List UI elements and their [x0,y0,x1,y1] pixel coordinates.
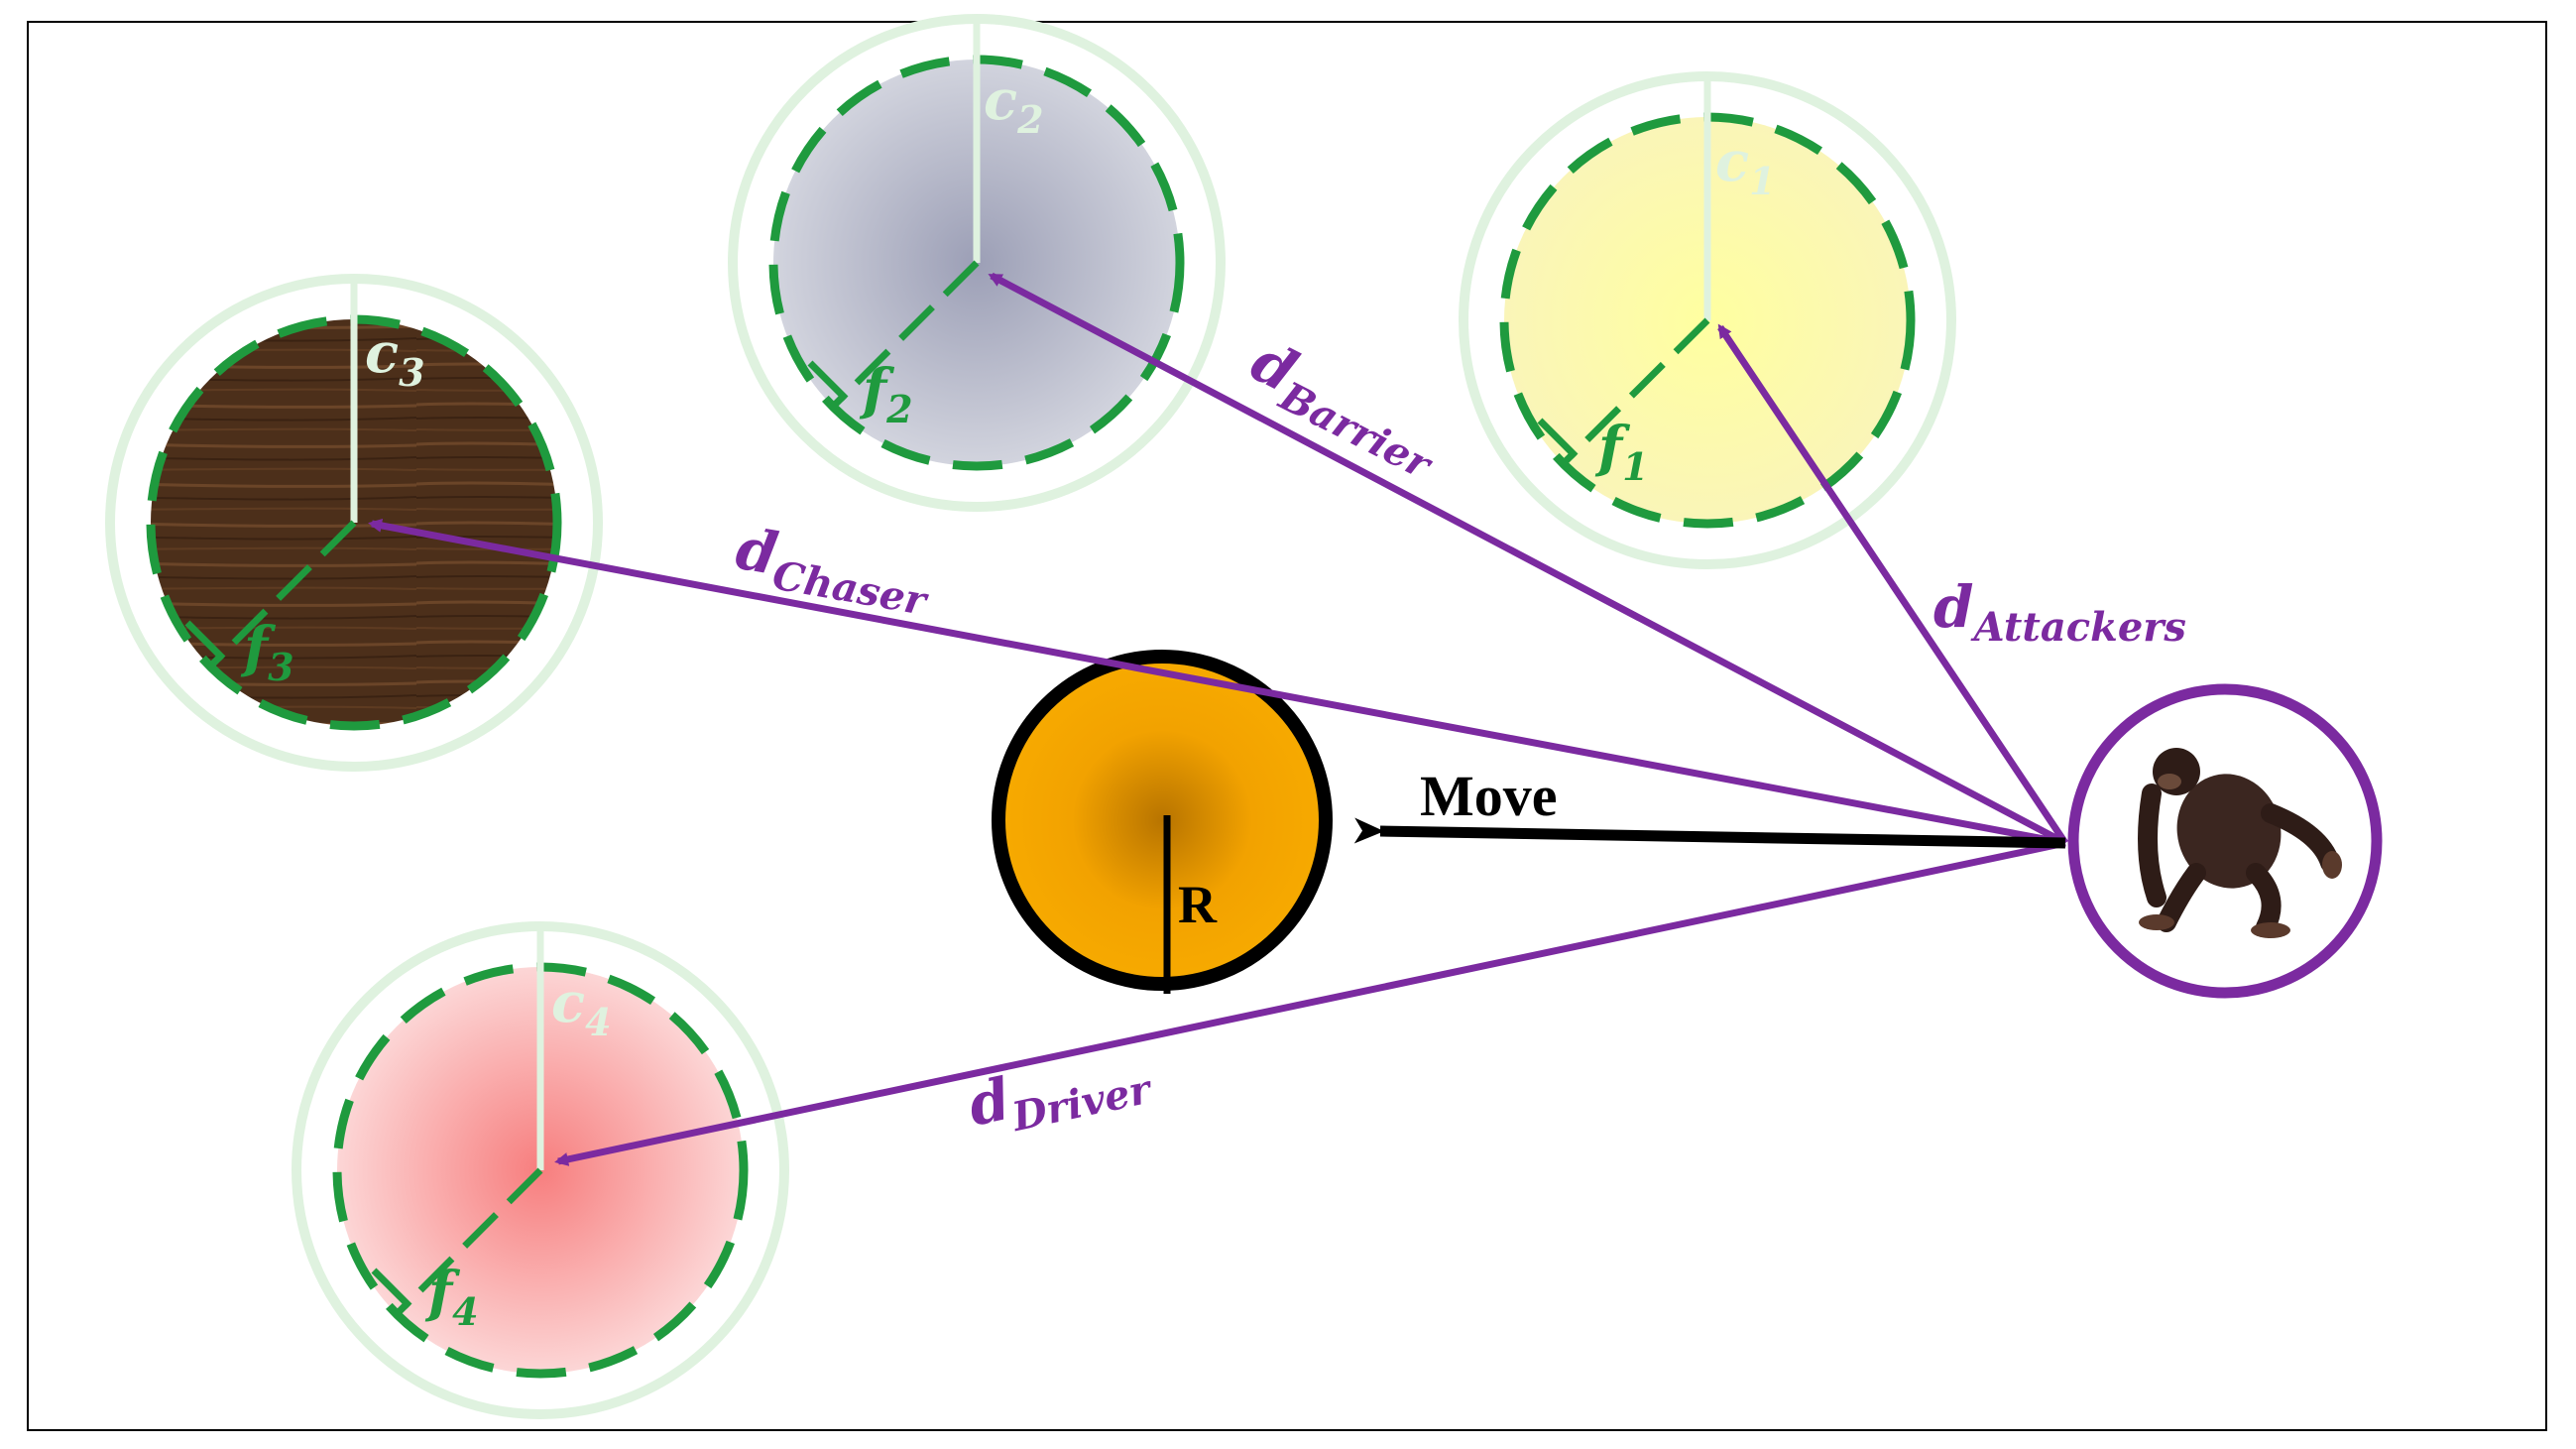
arrow-d-attackers [1717,323,2068,845]
zone-c4-radius-f [394,1167,543,1317]
label-c1: c1 [1715,129,1776,203]
zone-c3-outer-ring [105,274,603,772]
frame-border [27,21,2547,1431]
zone-c2-f-tick [807,360,849,402]
arrow-d-chaser [368,518,2066,847]
zone-c2-outer-ring [728,14,1226,512]
label-radius: R [1178,875,1218,934]
label-move: Move [1420,764,1558,828]
label-d-attackers: dAttackers [1933,573,2186,651]
zone-c3-radius-f [207,520,357,669]
zone-c4-f-tick [371,1268,412,1309]
chimpanzee-icon [2138,748,2342,938]
zone-c2: c2 f2 [728,14,1226,512]
arrow-move [1353,817,2066,849]
label-c3: c3 [365,320,425,395]
zone-c4-outer-ring [292,921,789,1419]
label-f2: f2 [859,357,913,431]
zone-c3-f-tick [184,620,226,662]
zone-c1-radius-f [1560,317,1710,467]
zone-c4: c4 f4 [292,921,789,1419]
distance-arrows [368,272,2068,1166]
label-c4: c4 [551,970,612,1044]
target-circle-fill [992,650,1333,991]
move-arrow-group: Move [1353,764,2066,849]
zone-c3: c3 f3 [105,274,603,772]
label-d-chaser: dChaser [730,515,938,625]
target-circle: R [992,650,1333,994]
arrow-d-barrier [988,272,2067,847]
zone-c1-f-tick [1537,418,1579,459]
label-c2: c2 [984,67,1044,142]
arrow-d-driver [554,839,2066,1166]
zone-c2-radius-f [830,260,980,410]
zone-c1: c1 f1 [1459,71,1956,569]
agent-node [2067,683,2383,999]
